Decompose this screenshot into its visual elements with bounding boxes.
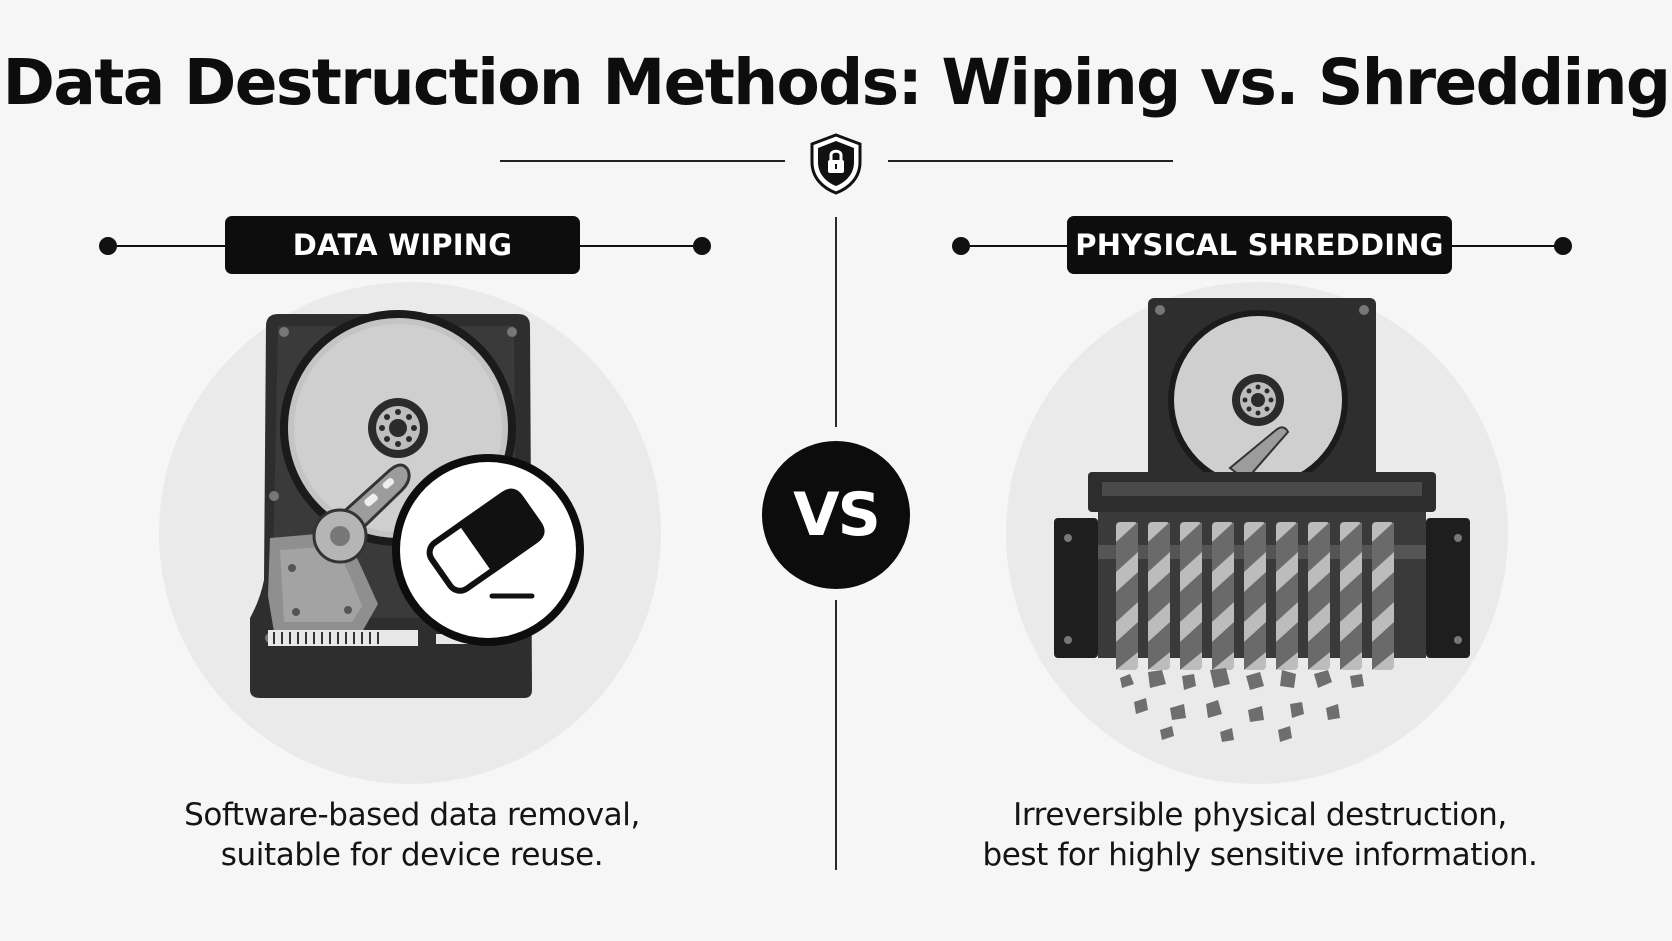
vs-badge: VS [762, 441, 910, 589]
center-divider-top [835, 217, 837, 427]
physical-shredding-label: PHYSICAL SHREDDING [1067, 216, 1452, 274]
data-wiping-label: DATA WIPING [225, 216, 580, 274]
left-header-dot-end [693, 237, 711, 255]
center-divider-bottom [835, 600, 837, 870]
shredder-icon [1054, 298, 1470, 742]
data-wiping-caption-line2: suitable for device reuse. [220, 837, 604, 873]
physical-shredding-caption: Irreversible physical destruction, best … [930, 795, 1590, 875]
shield-lock-icon [810, 133, 862, 195]
page-title: Data Destruction Methods: Wiping vs. Shr… [2, 46, 1671, 119]
physical-shredding-caption-line1: Irreversible physical destruction, [1013, 797, 1507, 833]
title-rule-right [888, 160, 1173, 162]
eraser-icon [426, 488, 545, 594]
data-wiping-caption: Software-based data removal, suitable fo… [82, 795, 742, 875]
physical-shredding-caption-line2: best for highly sensitive information. [982, 837, 1538, 873]
title-rule-left [500, 160, 785, 162]
hard-drive-icon [250, 310, 584, 698]
data-wiping-caption-line1: Software-based data removal, [184, 797, 640, 833]
right-header-dot-end [1554, 237, 1572, 255]
